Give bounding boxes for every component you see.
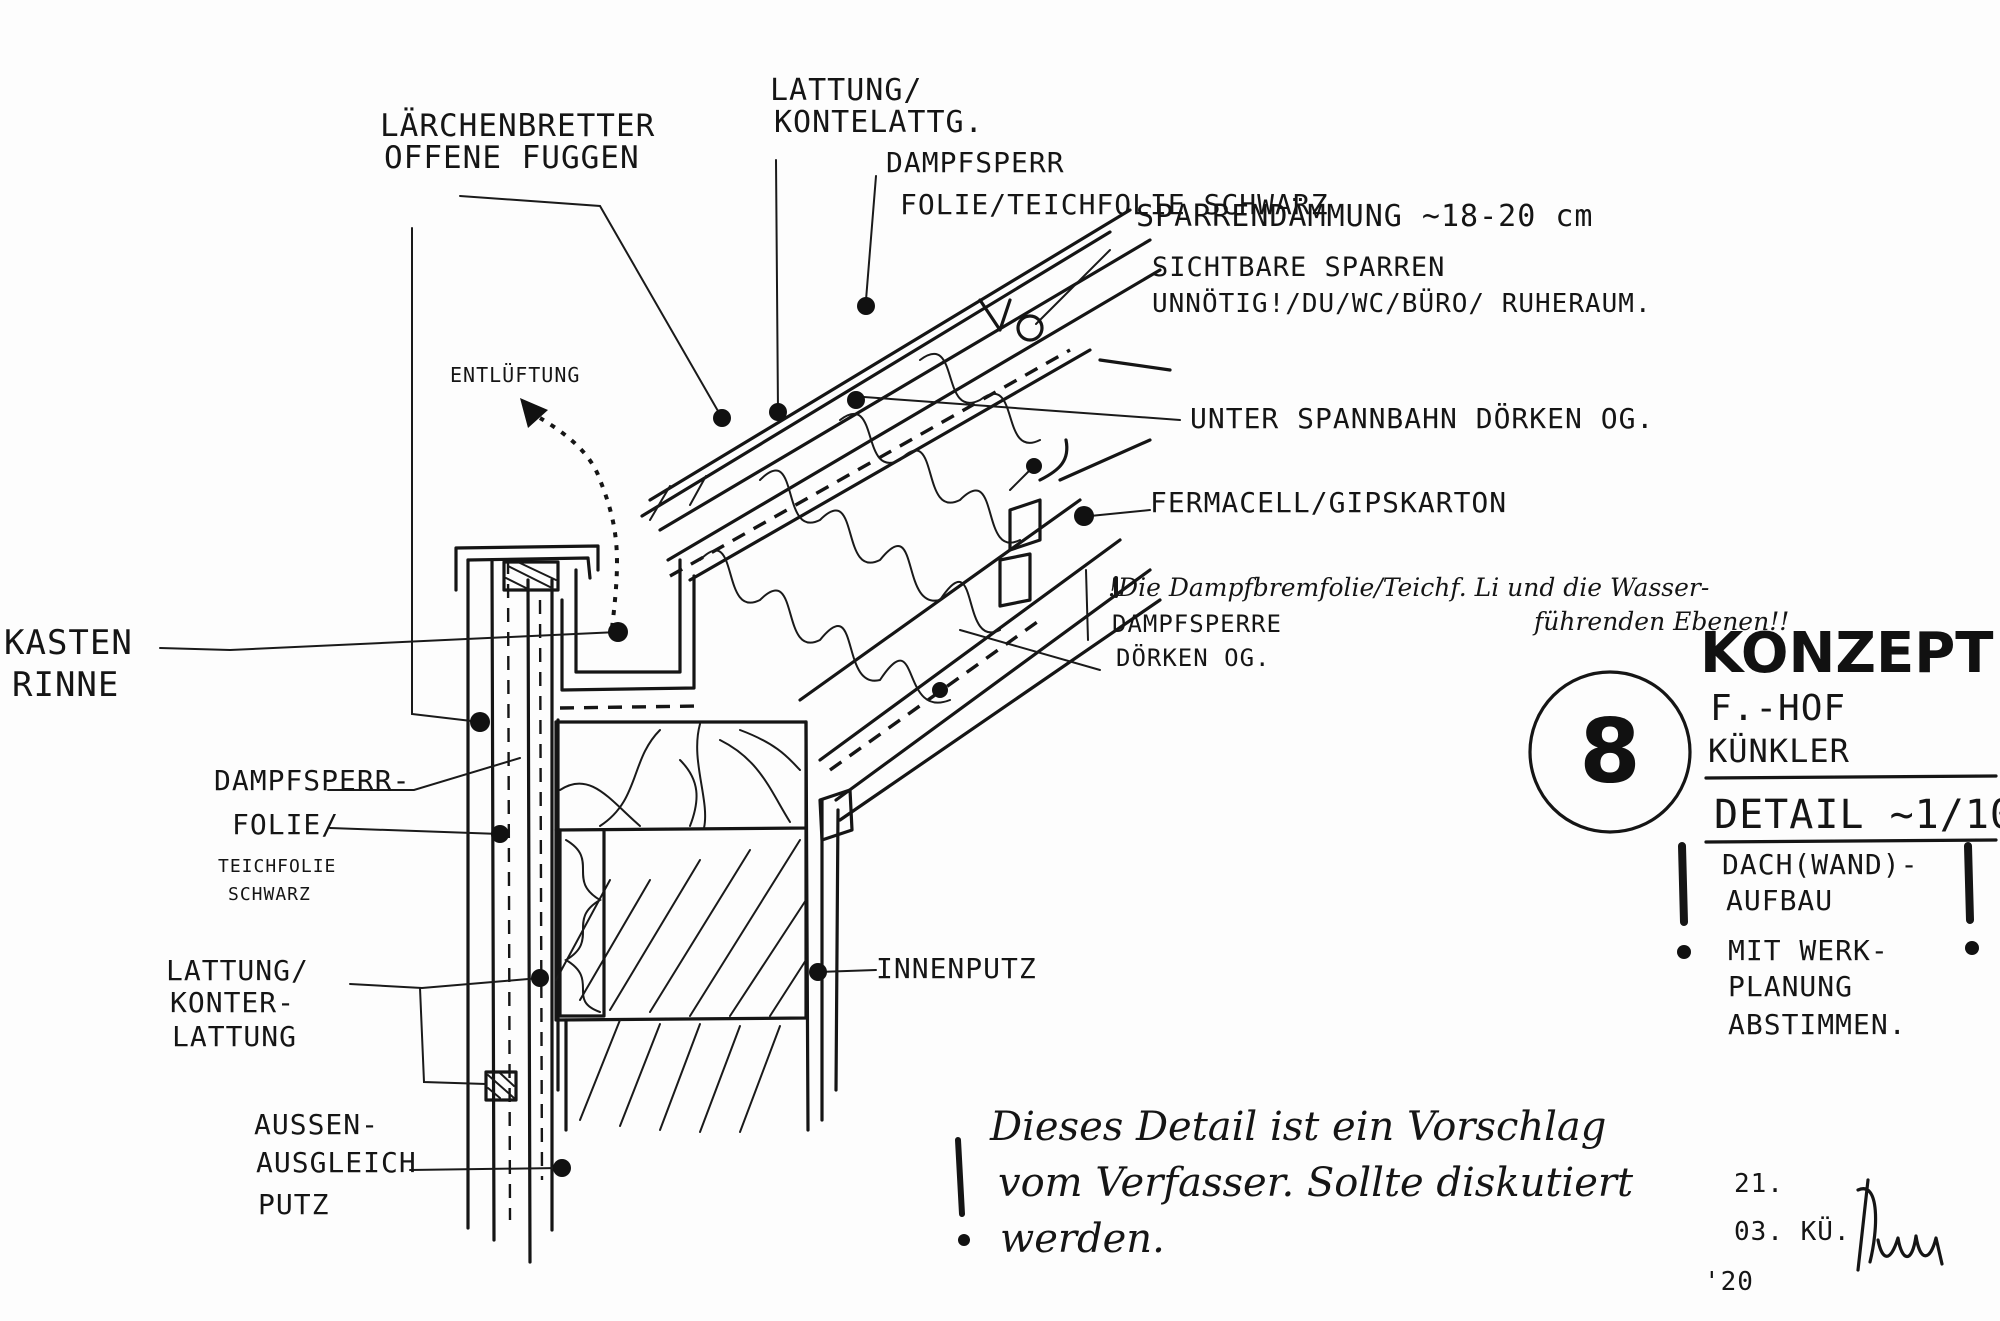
note-vorschlag-1: Dieses Detail ist ein Vorschlag: [989, 1104, 1606, 1150]
label-folie-left: FOLIE/: [232, 808, 339, 841]
label-dampfsperre-doerken: DAMPFSPERRE: [1112, 610, 1282, 638]
title-mit-werk: MIT WERK-: [1728, 934, 1889, 967]
leader-lines: [159, 159, 1181, 1177]
label-sichtbare-sparren: SICHTBARE SPARREN: [1152, 252, 1445, 283]
date-month-initials: 03. KÜ.: [1734, 1215, 1851, 1247]
label-lattung-left: LATTUNG/: [166, 954, 309, 987]
label-rinne: RINNE: [12, 665, 119, 705]
label-lattung-left-2: LATTUNG: [172, 1020, 297, 1053]
sheet-number-circle: [1528, 670, 1692, 834]
note-wasserfuehrend: führenden Ebenen!!: [1532, 607, 1789, 636]
timber-plate: [554, 720, 808, 1133]
sheet-number: 8: [1579, 700, 1640, 803]
title-aufbau: AUFBAU: [1726, 884, 1833, 917]
label-doerken-og: DÖRKEN OG.: [1116, 643, 1271, 672]
label-fermacell: FERMACELL/GIPSKARTON: [1150, 486, 1507, 519]
label-aussen: AUSSEN-: [254, 1108, 379, 1141]
title-abstimmen: ABSTIMMEN.: [1728, 1008, 1907, 1041]
label-konter-left: KONTER-: [170, 986, 295, 1019]
wall-construction: [466, 558, 560, 1264]
label-sparrendaemmung: SPARRENDÄMMUNG ~18-20 cm: [1136, 198, 1593, 234]
title-dach-wand: DACH(WAND)-: [1722, 848, 1918, 881]
title-kunkler: KÜNKLER: [1708, 732, 1850, 770]
gutter-box: [454, 544, 808, 724]
label-kasten: KASTEN: [4, 623, 133, 663]
label-schwarz-left: SCHWARZ: [228, 884, 311, 905]
label-lattung-top: LATTUNG/: [770, 73, 923, 108]
roof-construction: [640, 208, 1172, 842]
label-unterspannbahn: UNTER SPANNBAHN DÖRKEN OG.: [1190, 401, 1654, 435]
label-dampfsperr-left: DAMPFSPERR-: [214, 764, 410, 797]
interior-wall: [804, 720, 840, 1132]
label-offene-fugen: OFFENE FUGGEN: [384, 140, 640, 176]
note-dampfbremse: !Die Dampfbremfolie/Teichf. Li und die W…: [1108, 573, 1709, 602]
annotation-labels: LÄRCHENBRETTER OFFENE FUGGEN LATTUNG/ KO…: [4, 73, 1789, 1262]
title-detail: DETAIL ~1/10: [1714, 792, 2000, 838]
label-entlueftung: ENTLÜFTUNG: [450, 363, 580, 387]
label-putz: PUTZ: [258, 1188, 329, 1221]
date-year: '20: [1704, 1267, 1754, 1297]
label-innenputz: INNENPUTZ: [876, 952, 1037, 985]
label-teichfolie-left: TEICHFOLIE: [218, 856, 336, 877]
label-laerchenbretter: LÄRCHENBRETTER: [380, 108, 655, 144]
title-f-hof: F.-HOF: [1710, 688, 1846, 729]
title-konzept: KONZEPT: [1700, 621, 1993, 686]
note-vorschlag-2: vom Verfasser. Sollte diskutiert: [998, 1160, 1634, 1206]
label-dampfsperr-top: DAMPFSPERR: [886, 146, 1065, 179]
label-teichfolie-top: FOLIE/TEICHFOLIE SCHWARZ: [900, 188, 1329, 221]
title-planung: PLANUNG: [1728, 970, 1853, 1003]
date-day: 21.: [1734, 1169, 1784, 1199]
ventilation-arrow: [520, 398, 619, 629]
note-vorschlag-3: werden.: [1000, 1216, 1165, 1262]
title-block: 8 KONZEPT F.-HOF KÜNKLER DETAIL ~1/10 DA…: [1528, 621, 2000, 1297]
signature-icon: [1856, 1178, 1944, 1272]
label-ausgleich: AUSGLEICH: [256, 1146, 417, 1179]
label-kontelattung-top: KONTELATTG.: [774, 105, 984, 140]
label-unnoetig: UNNÖTIG!/DU/WC/BÜRO/ RUHERAUM.: [1152, 287, 1652, 319]
